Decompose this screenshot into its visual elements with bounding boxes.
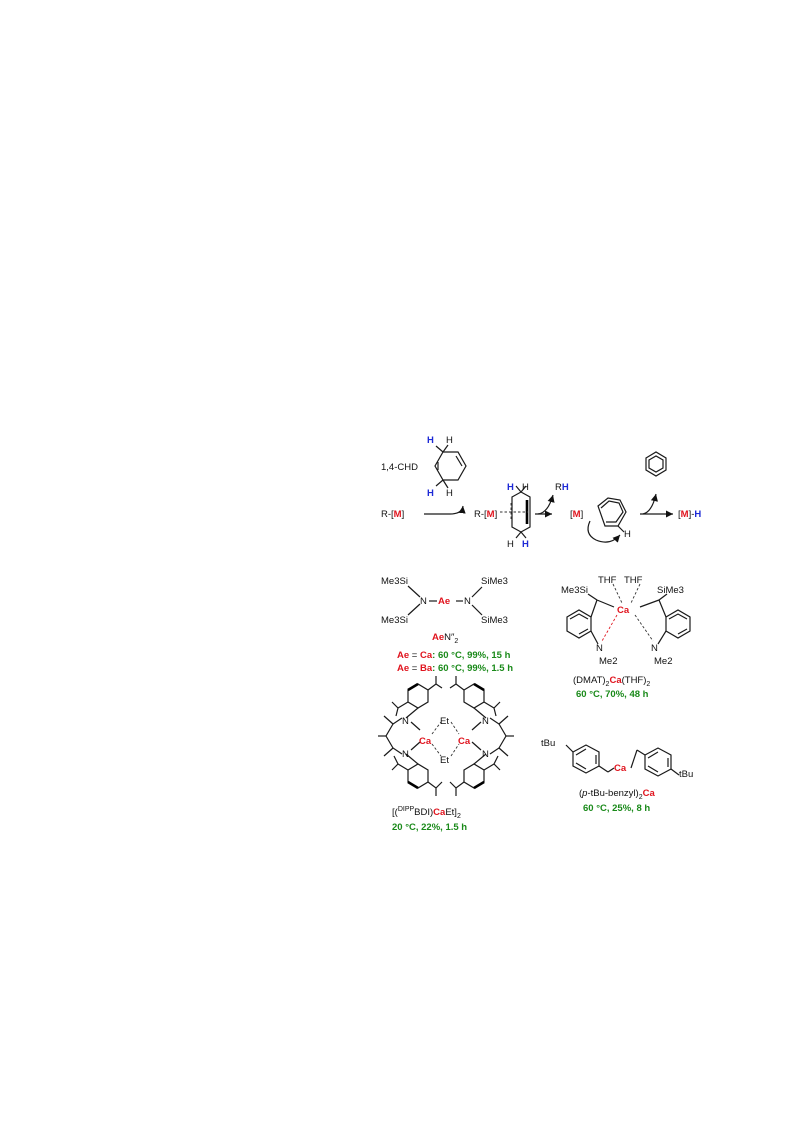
arrow-3-branch (642, 493, 658, 515)
benzyl-tbu-left: tBu (541, 738, 555, 749)
chd-h-top-blue: H (427, 435, 434, 446)
aen2-name: AeN″2 (432, 632, 458, 645)
benzyl-name: (p-tBu-benzyl)2Ca (579, 788, 655, 801)
dmat-thf-right: THF (624, 575, 643, 586)
intermediate-label: R-[M] (474, 509, 497, 520)
intermediate-h-bottom-blue: H (522, 539, 529, 550)
dmat-ca: Ca (617, 605, 630, 616)
dmat-me2-right: Me2 (654, 656, 672, 667)
bdi-n-bottom-right: N (482, 749, 489, 760)
bdi-et-bottom: Et (440, 755, 449, 766)
n-right: N (464, 596, 471, 607)
sime3-top: SiMe3 (481, 576, 508, 587)
n-left: N (420, 596, 427, 607)
dmat-name: (DMAT)2Ca(THF)2 (573, 675, 650, 688)
reagent-label: R-[M] (381, 509, 404, 520)
bdi-conditions: 20 °C, 22%, 1.5 h (392, 822, 467, 833)
arrow-2-branch (537, 494, 555, 515)
ae-center: Ae (438, 596, 450, 607)
me3si-top: Me3Si (381, 576, 408, 587)
dmat-thf-left: THF (598, 575, 617, 586)
chd-label: 1,4-CHD (381, 462, 418, 473)
compound-bdi: N N N N Ca Ca Et Et [(DIPPBDI)CaEt]2 20 … (378, 676, 514, 833)
hydrogenation-scheme: 1,4-CHD H H H H R-[M] R-[M] H H H H (381, 435, 701, 550)
intermediate-chd (500, 485, 531, 539)
cyclohexadienyl-ring (587, 497, 627, 543)
dmat-me3si: Me3Si (561, 585, 588, 596)
metal-cyclohexadienyl-label: [M] (570, 509, 583, 520)
bdi-ca-left: Ca (419, 736, 432, 747)
bdi-et-top: Et (440, 716, 449, 727)
me3si-bottom: Me3Si (381, 615, 408, 626)
bdi-n-top-right: N (482, 716, 489, 727)
intermediate-h-bottom: H (507, 539, 514, 550)
benzyl-tbu-right: tBu (679, 769, 693, 780)
dmat-sime3: SiMe3 (657, 585, 684, 596)
benzyl-ca: Ca (614, 763, 627, 774)
bdi-n-top-left: N (402, 716, 409, 727)
arrow-1 (424, 505, 466, 515)
dmat-n-right: N (651, 643, 658, 654)
dmat-me2-left: Me2 (599, 656, 617, 667)
benzene (645, 451, 667, 477)
compound-dmat: Me3Si THF THF SiMe3 Ca N N Me2 Me2 (DMAT… (561, 575, 691, 700)
aen2-ca-conditions: Ae = Ca: 60 °C, 99%, 15 h (397, 650, 511, 661)
metal-hydride-label: [M]-H (678, 509, 701, 520)
chd-h-bottom-blue: H (427, 488, 434, 499)
dmat-n-left: N (596, 643, 603, 654)
bdi-ca-right: Ca (458, 736, 471, 747)
bdi-name: [(DIPPBDI)CaEt]2 (392, 806, 461, 820)
chd-molecule (434, 444, 467, 489)
intermediate-h-top-blue: H (507, 482, 514, 493)
benzyl-conditions: 60 °C, 25%, 8 h (583, 803, 650, 814)
dmat-conditions: 60 °C, 70%, 48 h (576, 689, 649, 700)
sime3-bottom: SiMe3 (481, 615, 508, 626)
intermediate-h-top: H (522, 482, 529, 493)
bdi-n-bottom-left: N (402, 749, 409, 760)
aen2-ba-conditions: Ae = Ba: 60 °C, 99%, 1.5 h (397, 663, 513, 674)
compound-benzyl: tBu Ca tBu (p-tBu-benzyl)2Ca 60 °C, 25%,… (541, 738, 693, 814)
chd-h-top: H (446, 435, 453, 446)
compound-aen2: Me3Si Me3Si N Ae N SiMe3 SiMe3 AeN″2 Ae … (381, 576, 513, 674)
chd-h-bottom: H (446, 488, 453, 499)
cyclohexadienyl-h: H (624, 529, 631, 540)
rh-label: RH (555, 482, 569, 493)
